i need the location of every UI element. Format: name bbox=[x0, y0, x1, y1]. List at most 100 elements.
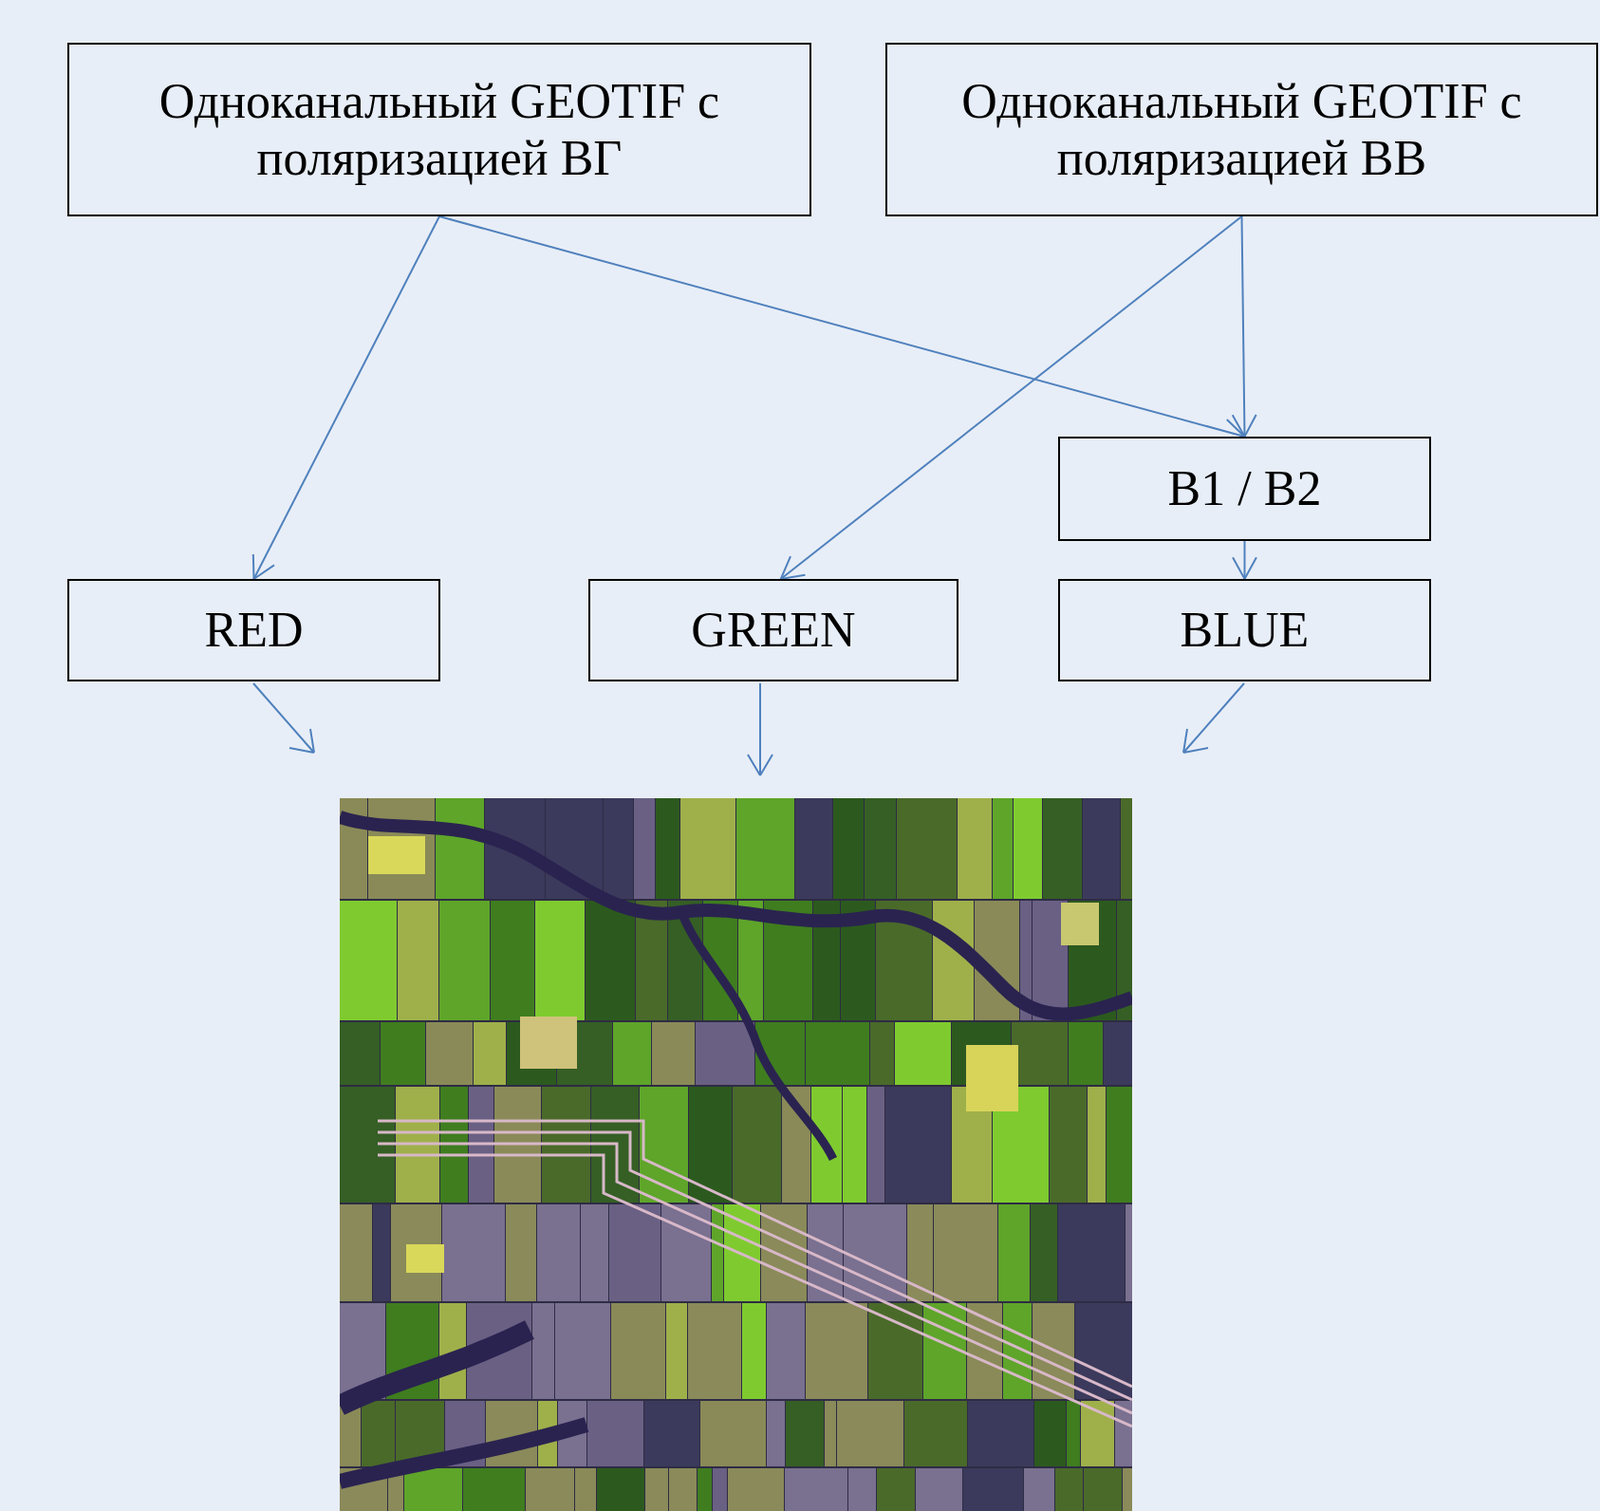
leader-arrow bbox=[1183, 683, 1245, 753]
field bbox=[380, 1022, 426, 1085]
field bbox=[372, 1204, 391, 1302]
features bbox=[339, 817, 1133, 1482]
field bbox=[885, 1086, 951, 1203]
field bbox=[645, 1468, 669, 1511]
field bbox=[1049, 1086, 1087, 1203]
field bbox=[397, 900, 439, 1021]
connector-arrow bbox=[253, 216, 440, 579]
field bbox=[505, 1204, 537, 1302]
arrow-head bbox=[1232, 414, 1257, 437]
field bbox=[426, 1022, 473, 1085]
field bbox=[967, 1400, 1034, 1467]
field bbox=[1058, 1204, 1125, 1302]
field bbox=[688, 1086, 732, 1203]
connector-arrow bbox=[1232, 540, 1257, 579]
field bbox=[848, 1468, 876, 1511]
field bbox=[473, 1022, 506, 1085]
field bbox=[766, 1302, 805, 1399]
leader-arrow bbox=[253, 683, 315, 753]
field bbox=[609, 1204, 661, 1302]
field bbox=[368, 798, 435, 899]
field bbox=[525, 1468, 575, 1511]
field bbox=[1013, 798, 1042, 899]
field bbox=[535, 900, 585, 1021]
connector-line bbox=[1242, 216, 1246, 437]
field bbox=[585, 900, 635, 1021]
field bbox=[1103, 1022, 1133, 1085]
field bbox=[1125, 1204, 1133, 1302]
field bbox=[1011, 1022, 1068, 1085]
box-label: B1 / B2 bbox=[1168, 460, 1322, 518]
field bbox=[1042, 798, 1082, 899]
field bbox=[651, 1022, 695, 1085]
field bbox=[439, 900, 490, 1021]
connector-line bbox=[1244, 540, 1247, 579]
field bbox=[870, 1022, 894, 1085]
box-label: BLUE bbox=[1180, 601, 1310, 659]
field bbox=[742, 1302, 766, 1399]
field bbox=[1034, 1400, 1066, 1467]
field bbox=[669, 1468, 697, 1511]
channel-box: RED bbox=[67, 578, 441, 682]
field bbox=[712, 1468, 727, 1511]
fields bbox=[339, 798, 1133, 1511]
field bbox=[933, 1204, 998, 1302]
field bbox=[876, 1468, 915, 1511]
field bbox=[864, 798, 896, 899]
field bbox=[666, 1302, 688, 1399]
box-label: RED bbox=[204, 601, 304, 659]
field bbox=[1083, 1468, 1122, 1511]
field bbox=[761, 1204, 807, 1302]
field bbox=[1066, 1400, 1080, 1467]
input-file-box: Одноканальный GEOTIF с поляризацией ВВ bbox=[885, 42, 1599, 217]
field bbox=[915, 1468, 963, 1511]
connector-arrow bbox=[439, 216, 1246, 443]
field bbox=[1082, 798, 1120, 899]
field bbox=[1087, 1086, 1106, 1203]
field bbox=[992, 798, 1013, 899]
field bbox=[784, 1468, 848, 1511]
field bbox=[1122, 1468, 1133, 1511]
sar-image bbox=[339, 798, 1133, 1511]
field bbox=[1120, 798, 1133, 899]
field bbox=[603, 798, 633, 899]
connector-line bbox=[254, 216, 441, 579]
field bbox=[700, 1400, 766, 1467]
field bbox=[339, 1204, 373, 1302]
field bbox=[339, 1022, 380, 1085]
field bbox=[580, 1204, 609, 1302]
field bbox=[824, 1400, 837, 1467]
field bbox=[688, 1302, 742, 1399]
channel-box: BLUE bbox=[1058, 578, 1432, 682]
operation-box: B1 / B2 bbox=[1058, 436, 1432, 541]
field bbox=[1023, 1468, 1055, 1511]
box-label: Одноканальный GEOTIF с поляризацией ВГ bbox=[82, 73, 797, 187]
connector-line bbox=[439, 216, 1246, 437]
field bbox=[727, 1468, 784, 1511]
field bbox=[896, 798, 957, 899]
field bbox=[736, 798, 795, 899]
field bbox=[842, 1086, 867, 1203]
field bbox=[894, 1022, 951, 1085]
field bbox=[805, 1302, 868, 1399]
image-ground bbox=[339, 798, 1133, 1511]
field bbox=[837, 1400, 904, 1467]
box-label: GREEN bbox=[690, 601, 856, 659]
field bbox=[795, 798, 833, 899]
field bbox=[697, 1468, 712, 1511]
channel-box: GREEN bbox=[588, 578, 959, 682]
field bbox=[537, 1204, 580, 1302]
leader-arrow bbox=[747, 683, 773, 776]
field bbox=[867, 1086, 885, 1203]
field bbox=[1068, 1022, 1103, 1085]
field bbox=[463, 1468, 525, 1511]
field bbox=[490, 900, 535, 1021]
arrow-head bbox=[1232, 557, 1257, 579]
field bbox=[680, 798, 736, 899]
field bbox=[644, 1400, 700, 1467]
input-file-box: Одноканальный GEOTIF с поляризацией ВГ bbox=[67, 42, 812, 217]
field bbox=[611, 1302, 666, 1399]
field bbox=[695, 1022, 755, 1085]
field bbox=[633, 798, 655, 899]
field bbox=[435, 798, 484, 899]
